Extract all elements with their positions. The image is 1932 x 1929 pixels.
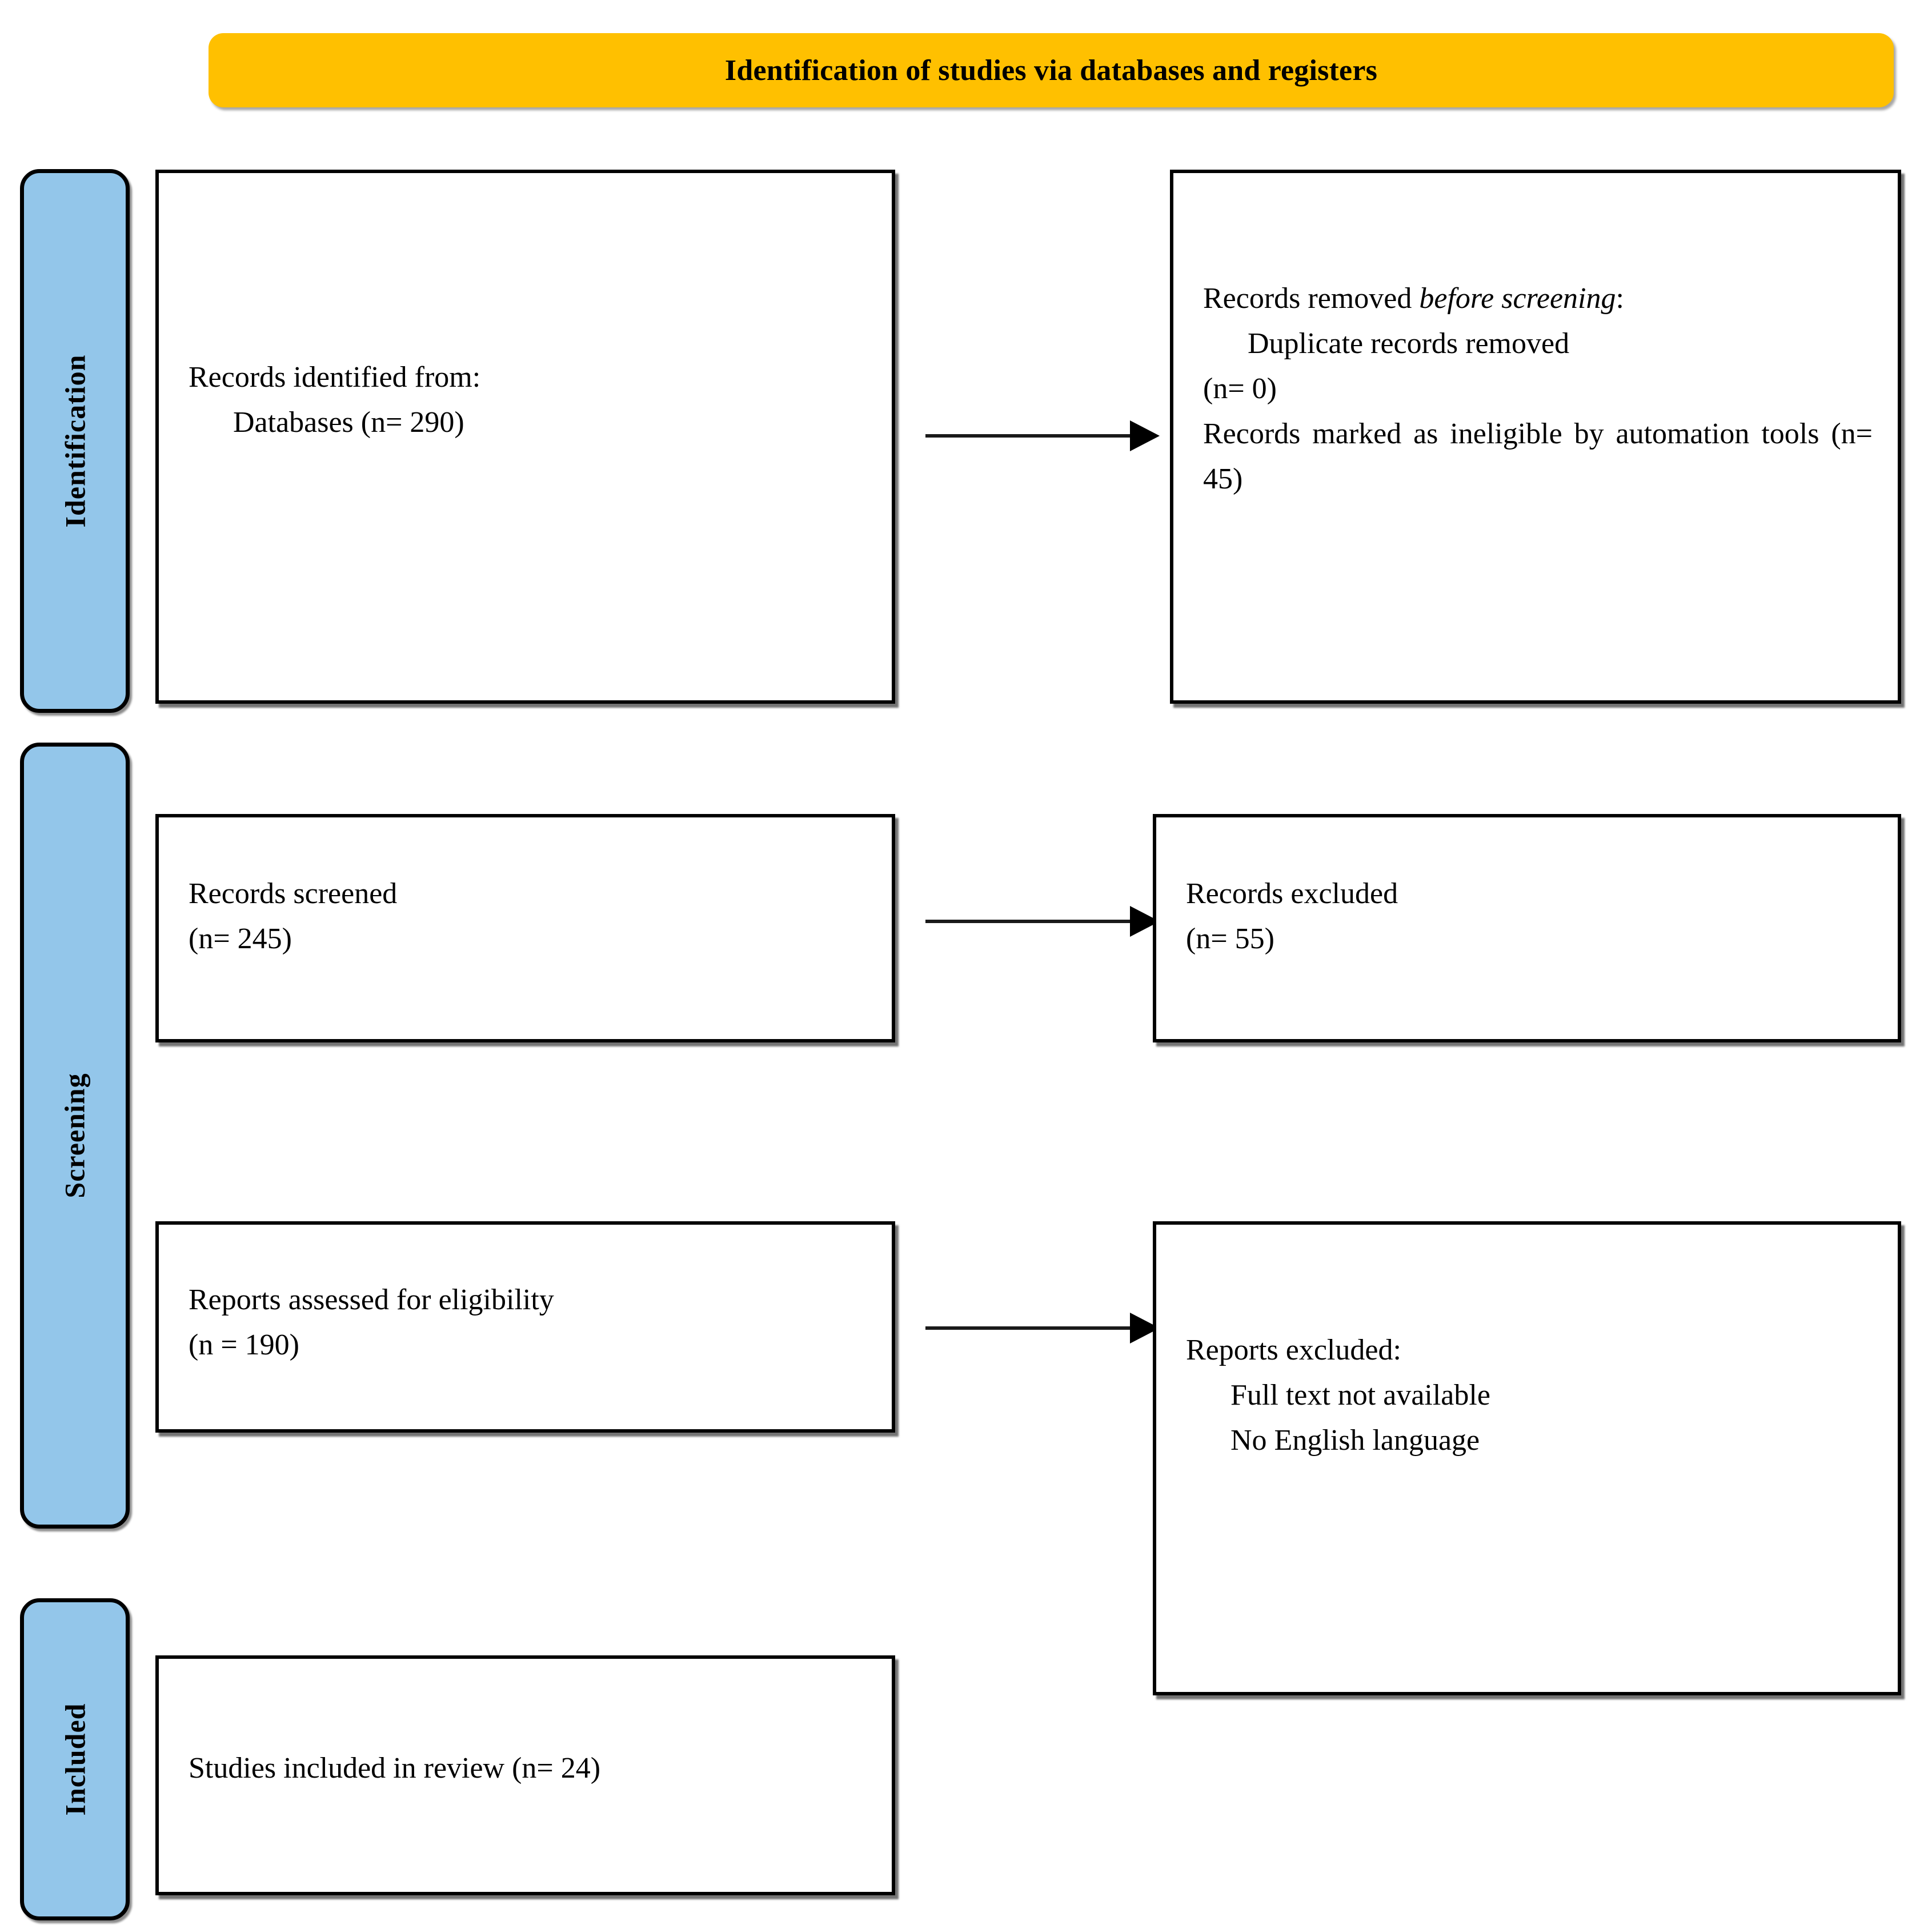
reports-assessed-line1: Reports assessed for eligibility (189, 1284, 554, 1316)
records-removed-text: Records removed before screening: Duplic… (1203, 276, 1873, 502)
box-records-removed: Records removed before screening: Duplic… (1170, 170, 1901, 704)
stage-pill-included: Included (20, 1598, 130, 1920)
records-identified-text: Records identified from: Databases (n= 2… (189, 355, 867, 445)
page-title: Identification of studies via databases … (724, 54, 1378, 87)
records-removed-line2: Duplicate records removed (1248, 327, 1570, 360)
box-records-identified: Records identified from: Databases (n= 2… (155, 170, 895, 704)
records-screened-text: Records screened (n= 245) (189, 871, 867, 961)
arrow-shaft (925, 1326, 1130, 1330)
records-removed-line1-prefix: Records removed (1203, 282, 1420, 315)
stage-label-included: Included (59, 1703, 91, 1816)
stage-label-screening: Screening (59, 1073, 91, 1198)
studies-included-text: Studies included in review (n= 24) (189, 1746, 867, 1791)
stage-label-identification: Identification (59, 354, 91, 528)
records-removed-line3: (n= 0) (1203, 372, 1277, 406)
reports-excluded-text: Reports excluded: Full text not availabl… (1186, 1328, 1873, 1463)
records-identified-line1: Records identified from: (189, 361, 481, 394)
box-records-screened: Records screened (n= 245) (155, 814, 895, 1042)
arrow-head-icon (1130, 420, 1160, 451)
records-screened-line2: (n= 245) (189, 923, 292, 956)
box-reports-assessed: Reports assessed for eligibility (n = 19… (155, 1221, 895, 1433)
records-screened-line1: Records screened (189, 877, 398, 910)
records-identified-line2: Databases (n= 290) (233, 406, 464, 439)
reports-excluded-line1: Reports excluded: (1186, 1334, 1401, 1366)
studies-included-line1: Studies included in review (n= 24) (189, 1752, 601, 1784)
reports-excluded-line2: Full text not available (1230, 1379, 1490, 1412)
arrow-shaft (925, 920, 1130, 923)
records-excluded-line1: Records excluded (1186, 877, 1398, 910)
records-removed-line1-suffix: : (1616, 282, 1624, 315)
stage-pill-screening: Screening (20, 743, 130, 1529)
stage-pill-identification: Identification (20, 169, 130, 713)
arrow-shaft (925, 434, 1130, 438)
box-reports-excluded: Reports excluded: Full text not availabl… (1153, 1221, 1901, 1695)
box-records-excluded: Records excluded (n= 55) (1153, 814, 1901, 1042)
records-removed-line1-emphasis: before screening (1419, 282, 1616, 315)
records-excluded-text: Records excluded (n= 55) (1186, 871, 1873, 961)
box-studies-included: Studies included in review (n= 24) (155, 1655, 895, 1895)
records-removed-line4: Records marked as ineligible by automati… (1203, 418, 1873, 496)
reports-excluded-line3: No English language (1230, 1424, 1480, 1457)
reports-assessed-line2: (n = 190) (189, 1329, 299, 1362)
reports-assessed-text: Reports assessed for eligibility (n = 19… (189, 1277, 867, 1367)
records-excluded-line2: (n= 55) (1186, 923, 1274, 956)
diagram-header-banner: Identification of studies via databases … (209, 33, 1894, 107)
